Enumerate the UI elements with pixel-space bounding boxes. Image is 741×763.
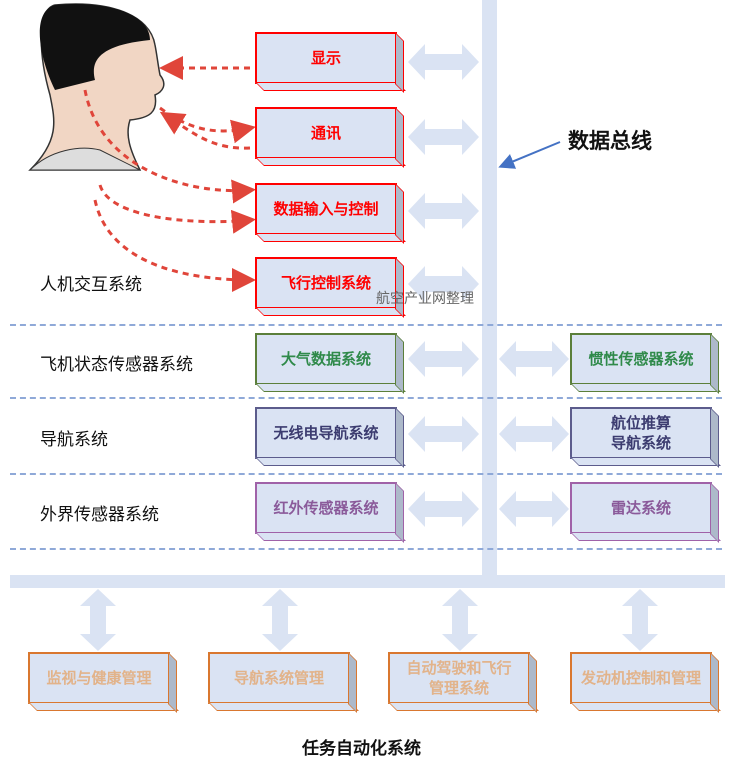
box-navigation-management: 导航系统管理 bbox=[208, 652, 350, 704]
divider bbox=[10, 324, 722, 326]
box-inertial-sensors: 惯性传感器系统 bbox=[570, 333, 712, 385]
human-head-icon bbox=[28, 3, 165, 171]
divider bbox=[10, 473, 722, 475]
autopilot-line1: 自动驾驶和飞行 bbox=[406, 659, 512, 677]
autopilot-line2: 管理系统 bbox=[428, 679, 489, 697]
box-dead-reckoning-line2: 导航系统 bbox=[610, 434, 671, 452]
box-air-data: 大气数据系统 bbox=[255, 333, 397, 385]
mission-automation-title: 任务自动化系统 bbox=[302, 739, 421, 759]
control-arrow bbox=[98, 184, 256, 234]
label-aircraft-state-sensors: 飞机状态传感器系统 bbox=[40, 355, 193, 375]
box-display: 显示 bbox=[255, 32, 397, 84]
box-engine-control: 发动机控制和管理 bbox=[570, 652, 712, 704]
divider bbox=[10, 548, 722, 550]
box-flight-control: 飞行控制系统 bbox=[255, 257, 397, 309]
label-hmi: 人机交互系统 bbox=[40, 275, 142, 295]
data-bus-vertical bbox=[482, 0, 497, 578]
box-dead-reckoning: 航位推算 导航系统 bbox=[570, 407, 712, 459]
box-health-monitoring: 监视与健康管理 bbox=[28, 652, 170, 704]
comm-to-ear-arrow bbox=[159, 111, 251, 150]
input-arrow bbox=[83, 89, 256, 204]
bus-label: 数据总线 bbox=[568, 128, 652, 153]
bidirectional-arrows bbox=[80, 44, 658, 651]
watermark: 航空产业网整理 bbox=[376, 291, 474, 307]
box-dead-reckoning-line1: 航位推算 bbox=[610, 414, 671, 432]
bus-pointer-arrow bbox=[498, 141, 561, 169]
box-autopilot-flight-management: 自动驾驶和飞行 管理系统 bbox=[388, 652, 530, 704]
label-navigation: 导航系统 bbox=[40, 430, 108, 450]
flight-control-arrow bbox=[93, 199, 256, 292]
box-infrared-sensors: 红外传感器系统 bbox=[255, 482, 397, 534]
data-bus-horizontal bbox=[10, 575, 725, 588]
box-radio-navigation: 无线电导航系统 bbox=[255, 407, 397, 459]
speech-arrow bbox=[159, 106, 256, 144]
box-data-input-control: 数据输入与控制 bbox=[255, 183, 397, 235]
label-external-sensors: 外界传感器系统 bbox=[40, 505, 159, 525]
box-radar: 雷达系统 bbox=[570, 482, 712, 534]
box-communication: 通讯 bbox=[255, 107, 397, 159]
divider bbox=[10, 397, 722, 399]
